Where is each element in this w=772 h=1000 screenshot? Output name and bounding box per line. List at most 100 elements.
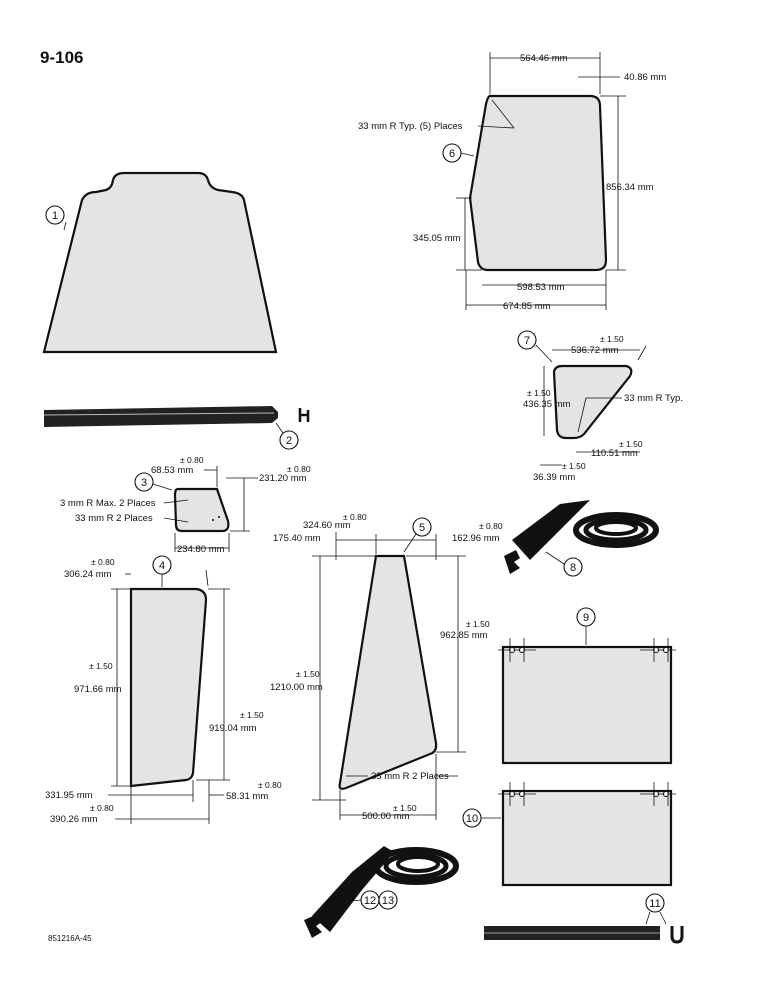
p6-offset: 40.86 mm [624,72,666,83]
part-2-profile-icon [298,408,310,422]
p6-bottom-overall: 674.85 mm [503,301,551,312]
part-4-panel [129,587,208,788]
part-11-profile-icon [670,926,684,944]
p7-tol-left: ± 1.50 [527,388,551,398]
callout-13[interactable] [378,890,398,910]
p11-callout-leader-b [659,911,667,925]
p4-width: 390.26 mm [50,814,98,825]
part-2-leader [275,422,284,434]
p12-profile-icon [304,914,322,938]
part-5-window: 5 ± 0.80 324.60 mm 175.40 mm ± 0.80 162.… [270,512,503,822]
p4-bottom-left: 331.95 mm [45,790,93,801]
part-9-panel-assembly: 9 [498,607,676,765]
callout-2[interactable] [279,430,299,450]
p3-height: 231.20 mm [259,473,307,484]
p7-width-ext [637,345,647,361]
p4-offset: 58.31 mm [226,791,268,802]
p3-tol-top: ± 0.80 [180,455,204,465]
p12-coil-inner [396,855,440,873]
p4-tol-top: ± 0.80 [91,557,115,567]
p5-top-width: 324.60 mm [303,520,351,531]
part-4-window: 4 ± 0.80 306.24 mm ± 1.50 971.66 mm ± 1.… [45,555,282,825]
callout-3[interactable] [134,472,154,492]
p10-hinge-left-b [518,790,526,798]
callout-1-label: 1 [52,210,58,222]
p7-tol-bottom: ± 1.50 [619,439,643,449]
part-7-panel [552,364,633,440]
callout-11[interactable] [645,893,665,913]
p3-note-b-leader [163,517,189,523]
page-number: 9-106 [40,48,84,67]
part-10-panel-assembly: 10 [462,782,676,887]
p3-mark-a [212,519,214,521]
p4-top-width: 306.24 mm [64,569,112,580]
p7-bottom-width: 110.51 mm [591,448,638,459]
p5-top-left: 175.40 mm [273,533,321,544]
p10-hinge-right-a [652,790,660,798]
callout-8-label: 8 [570,562,576,574]
callout-3-label: 3 [141,477,147,489]
p10-hinge-left-a [508,790,516,798]
p5-height: 1210.00 mm [270,682,323,693]
p12-callout-leader [339,899,362,903]
p8-callout-leader [545,551,565,565]
p8-coil-outer [573,512,659,548]
p4-tol-offset: ± 0.80 [258,780,282,790]
p4-top-ext-right [205,569,209,587]
part-1-leader [63,221,67,231]
p7-callout-leader [535,344,553,363]
p5-tol-bottom: ± 1.50 [393,803,417,813]
p10-hinge-right-b [662,790,670,798]
p3-note-a-leader [163,499,189,504]
p6-radius-leader-2 [491,99,515,129]
p5-callout-leader [403,533,417,553]
part-6-window: 564.46 mm 40.86 mm 856.34 mm 345.05 mm 5… [358,52,666,312]
callout-6-label: 6 [449,148,455,160]
p7-height: 436.35 mm [523,399,571,410]
p12-strip-tail [312,846,394,932]
p3-tol-height: ± 0.80 [287,464,311,474]
callout-4-label: 4 [159,560,165,572]
callout-1[interactable] [45,205,65,225]
callout-10-label: 10 [466,813,478,825]
p8-strip-tail [512,500,590,560]
p6-lower-height: 345.05 mm [413,233,461,244]
p7-tol-top: ± 1.50 [600,334,624,344]
p7-radius-leader-2 [577,397,587,433]
part-11-seal-strip: 11 [484,893,684,944]
part-7-window: 7 ± 1.50 536.72 mm ± 1.50 436.35 mm 33 m… [517,330,683,483]
p9-hinge-right-a [652,646,660,654]
p6-height: 856.34 mm [606,182,654,193]
p7-width: 536.72 mm [571,345,619,356]
part-3-panel [173,487,230,533]
callout-12-label: 12 [364,895,376,907]
p8-coil-inner [594,520,638,536]
p4-tol-height: ± 1.50 [89,661,113,671]
part-2-seal-strip: 2 [43,406,310,450]
figure-code: 851216A-45 [48,934,92,943]
p6-callout-leader [460,152,475,157]
p7-offset: 36.39 mm [533,472,575,483]
p4-height: 971.66 mm [74,684,122,695]
part-8-seal-coil: 8 [504,500,659,577]
callout-7-label: 7 [524,335,530,347]
p7-tol-offset: ± 1.50 [562,461,586,471]
p5-tol-right-height: ± 1.50 [466,619,490,629]
p6-radius-note: 33 mm R Typ. (5) Places [358,121,463,132]
p4-right-height: 919.04 mm [209,723,257,734]
p5-right-height: 962.85 mm [440,630,488,641]
p6-bottom-inner: 598.53 mm [517,282,565,293]
part-2-groove [43,412,275,416]
p3-width: 234.80 mm [177,544,225,555]
p4-tol-right: ± 1.50 [240,710,264,720]
callout-9-label: 9 [583,612,589,624]
part-1-windshield: 1 [42,171,278,354]
callout-7[interactable] [517,330,537,350]
callout-8[interactable] [563,557,583,577]
p3-note-a: 3 mm R Max. 2 Places [60,498,156,509]
callout-5[interactable] [412,517,432,537]
part-12-13-seal-coil: 12 13 [304,846,459,938]
p6-radius-leader [477,125,515,129]
p3-mark-b [218,516,220,518]
